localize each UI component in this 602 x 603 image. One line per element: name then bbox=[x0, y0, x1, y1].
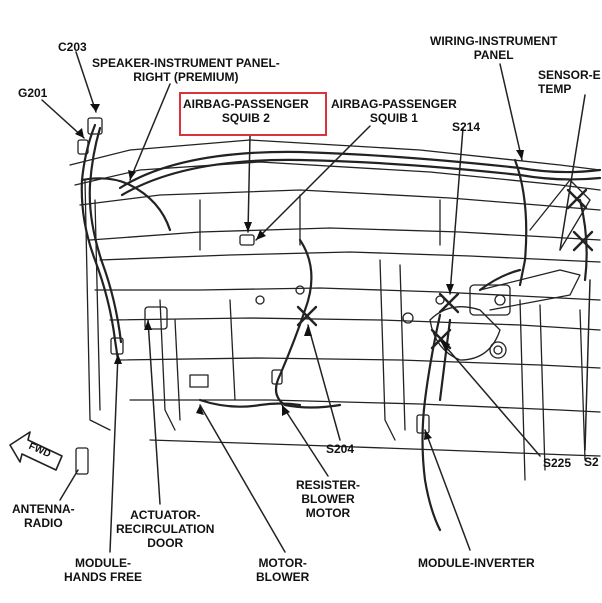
label-actuator-recirculation-door: ACTUATOR- RECIRCULATION DOOR bbox=[116, 508, 215, 550]
label-sensor-temp: SENSOR-E TEMP bbox=[538, 68, 601, 96]
fwd-arrow bbox=[9, 431, 63, 471]
label-module-inverter: MODULE-INVERTER bbox=[418, 556, 535, 570]
label-g201: G201 bbox=[18, 86, 48, 100]
label-resister-blower-motor: RESISTER- BLOWER MOTOR bbox=[296, 478, 361, 520]
instrument-panel-structure bbox=[69, 139, 601, 481]
connectors bbox=[75, 117, 430, 475]
label-s214: S214 bbox=[452, 120, 481, 134]
label-c203: C203 bbox=[58, 40, 87, 54]
highlight-box bbox=[179, 92, 327, 136]
label-wiring-instrument-panel: WIRING-INSTRUMENT PANEL bbox=[430, 34, 558, 62]
label-airbag-passenger-squib-2: AIRBAG-PASSENGER SQUIB 2 bbox=[183, 97, 309, 125]
label-s225: S225 bbox=[543, 456, 572, 470]
label-airbag-passenger-squib-1: AIRBAG-PASSENGER SQUIB 1 bbox=[331, 97, 457, 125]
label-s2: S2 bbox=[584, 455, 599, 469]
wiring-harness bbox=[80, 123, 602, 532]
label-s204: S204 bbox=[326, 442, 355, 456]
label-speaker-instrument-panel: SPEAKER-INSTRUMENT PANEL- RIGHT (PREMIUM… bbox=[92, 56, 280, 84]
label-antenna-radio: ANTENNA- RADIO bbox=[12, 502, 75, 530]
callout-lines bbox=[41, 51, 591, 553]
arrow-heads bbox=[75, 104, 524, 440]
label-module-hands-free: MODULE- HANDS FREE bbox=[64, 556, 143, 584]
label-motor-blower: MOTOR- BLOWER bbox=[256, 556, 310, 584]
splice-markers bbox=[296, 188, 594, 350]
